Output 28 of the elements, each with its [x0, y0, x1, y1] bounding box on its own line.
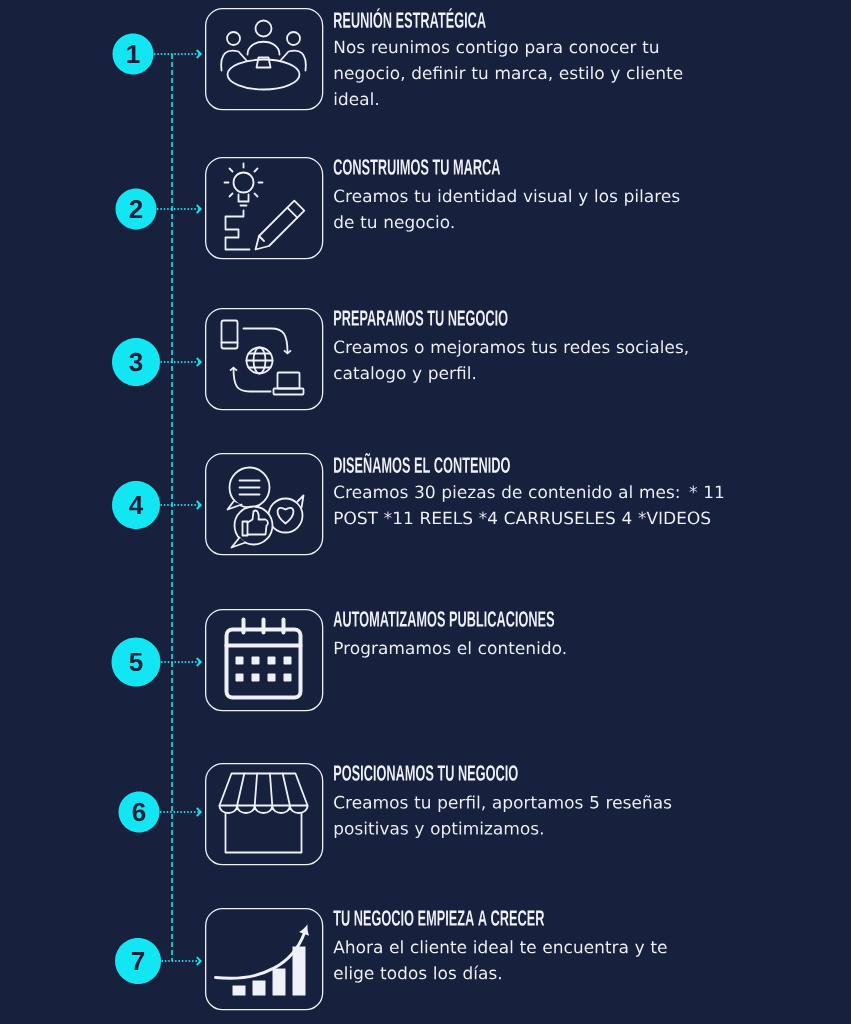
step-description: Nos reunimos contigo para conocer tu negocio, definir tu marca, estilo y cliente ideal.	[334, 40, 683, 106]
step-heading: REUNIÓN ESTRATÉGICA	[334, 8, 486, 28]
rounded-box	[205, 308, 324, 411]
arrow	[153, 49, 202, 59]
arrow	[159, 807, 202, 817]
arrow	[160, 500, 202, 510]
step-description: Ahora el cliente ideal te encuentra y te elige todos los días.	[333, 940, 667, 983]
step-description: Creamos tu perfil, aportamos 5 reseñas positivas y optimizamos.	[334, 795, 672, 838]
rounded-box	[205, 157, 324, 260]
step-heading: CONSTRUIMOS TU MARCA	[333, 159, 501, 175]
step-heading: POSICIONAMOS TU NEGOCIO	[334, 765, 518, 781]
step-description: Creamos 30 piezas de contenido al mes: * 11 POST *11 REELS *4 CARRUSELES 4 *VIDEOS	[334, 485, 724, 525]
rounded-box	[205, 609, 324, 712]
rounded-box	[205, 8, 324, 111]
rounded-box	[205, 453, 324, 556]
step-description: Creamos tu identidad visual y los pilares de tu negocio.	[334, 189, 680, 232]
step-heading: PREPARAMOS TU NEGOCIO	[334, 310, 508, 326]
arrow	[160, 657, 202, 667]
rounded-box	[205, 908, 324, 1011]
step-description: Creamos o mejoramos tus redes sociales, catalogo y perfil.	[334, 340, 688, 383]
step-heading: DISEÑAMOS EL CONTENIDO	[334, 453, 510, 473]
arrow	[156, 204, 202, 214]
arrow	[160, 357, 202, 367]
arrow	[161, 956, 202, 966]
rounded-box	[205, 763, 324, 866]
step-description: Programamos el contenido.	[334, 641, 566, 658]
step-heading: AUTOMATIZAMOS PUBLICACIONES	[333, 611, 555, 627]
step-heading: TU NEGOCIO EMPIEZA A CRECER	[333, 910, 545, 926]
